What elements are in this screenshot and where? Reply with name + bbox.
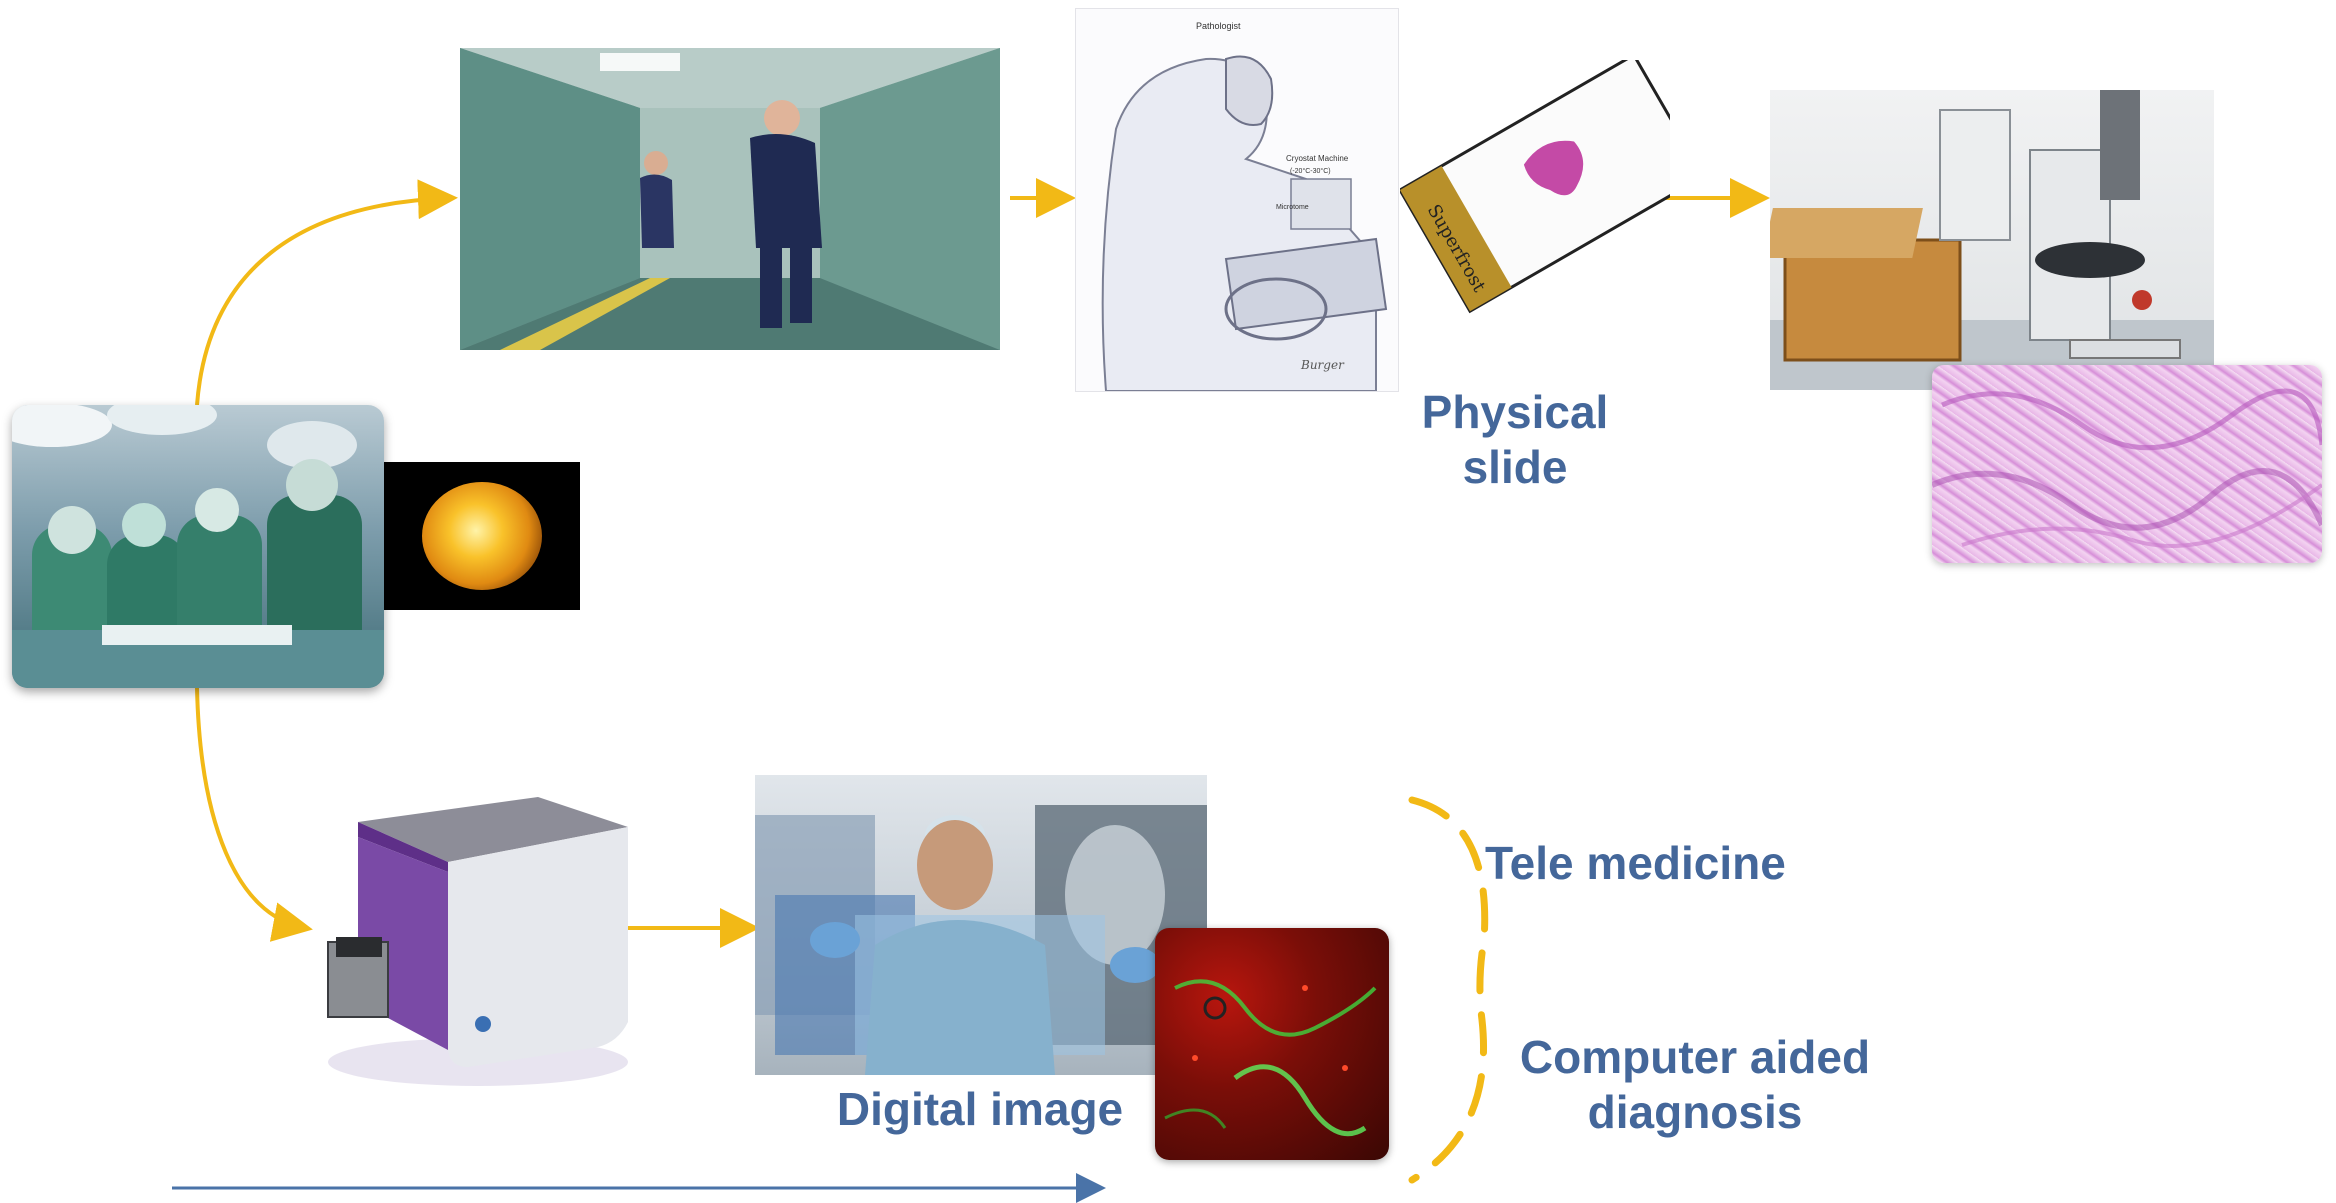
computer-aided-line2: diagnosis: [1587, 1086, 1803, 1139]
physical-slide-label: Physical slide: [1400, 385, 1630, 495]
outcome-brace: [1408, 796, 1489, 1184]
hospital-corridor-photo: [460, 48, 1000, 350]
digital-image-label: Digital image: [836, 1083, 1124, 1135]
sketch-machine-temp: (-20°C-30°C): [1290, 167, 1331, 175]
arrow-surgery-to-scanner: [195, 687, 313, 942]
pathologist-sketch: Pathologist Cryostat Machine (-20°C-30°C…: [1075, 8, 1399, 392]
slide-scanner-device: [318, 792, 630, 1092]
sketch-machine-label: Cryostat Machine: [1286, 154, 1349, 163]
microscope-lab-photo: [1770, 90, 2214, 390]
sketch-title: Pathologist: [1196, 21, 1241, 31]
arrow-surgery-to-corridor: [195, 179, 458, 406]
pink-histology-image: [1932, 365, 2322, 563]
sketch-microtome-label: Microtome: [1276, 204, 1309, 211]
doctor-digital-display-photo: [755, 775, 1207, 1075]
tissue-sample-photo: [384, 462, 580, 610]
tele-medicine-label: Tele medicine: [1485, 837, 1786, 889]
fluorescence-microscopy-image: [1155, 928, 1389, 1160]
sketch-signature: Burger: [1300, 358, 1345, 372]
physical-slide-line2: slide: [1462, 441, 1568, 494]
surgery-photo: [12, 405, 384, 688]
computer-aided-line1: Computer aided: [1519, 1031, 1871, 1083]
computer-aided-diagnosis-label: Computer aided diagnosis: [1495, 1030, 1895, 1140]
physical-slide-line1: Physical: [1421, 386, 1609, 438]
glass-slide-photo: Superfrost: [1400, 60, 1670, 320]
